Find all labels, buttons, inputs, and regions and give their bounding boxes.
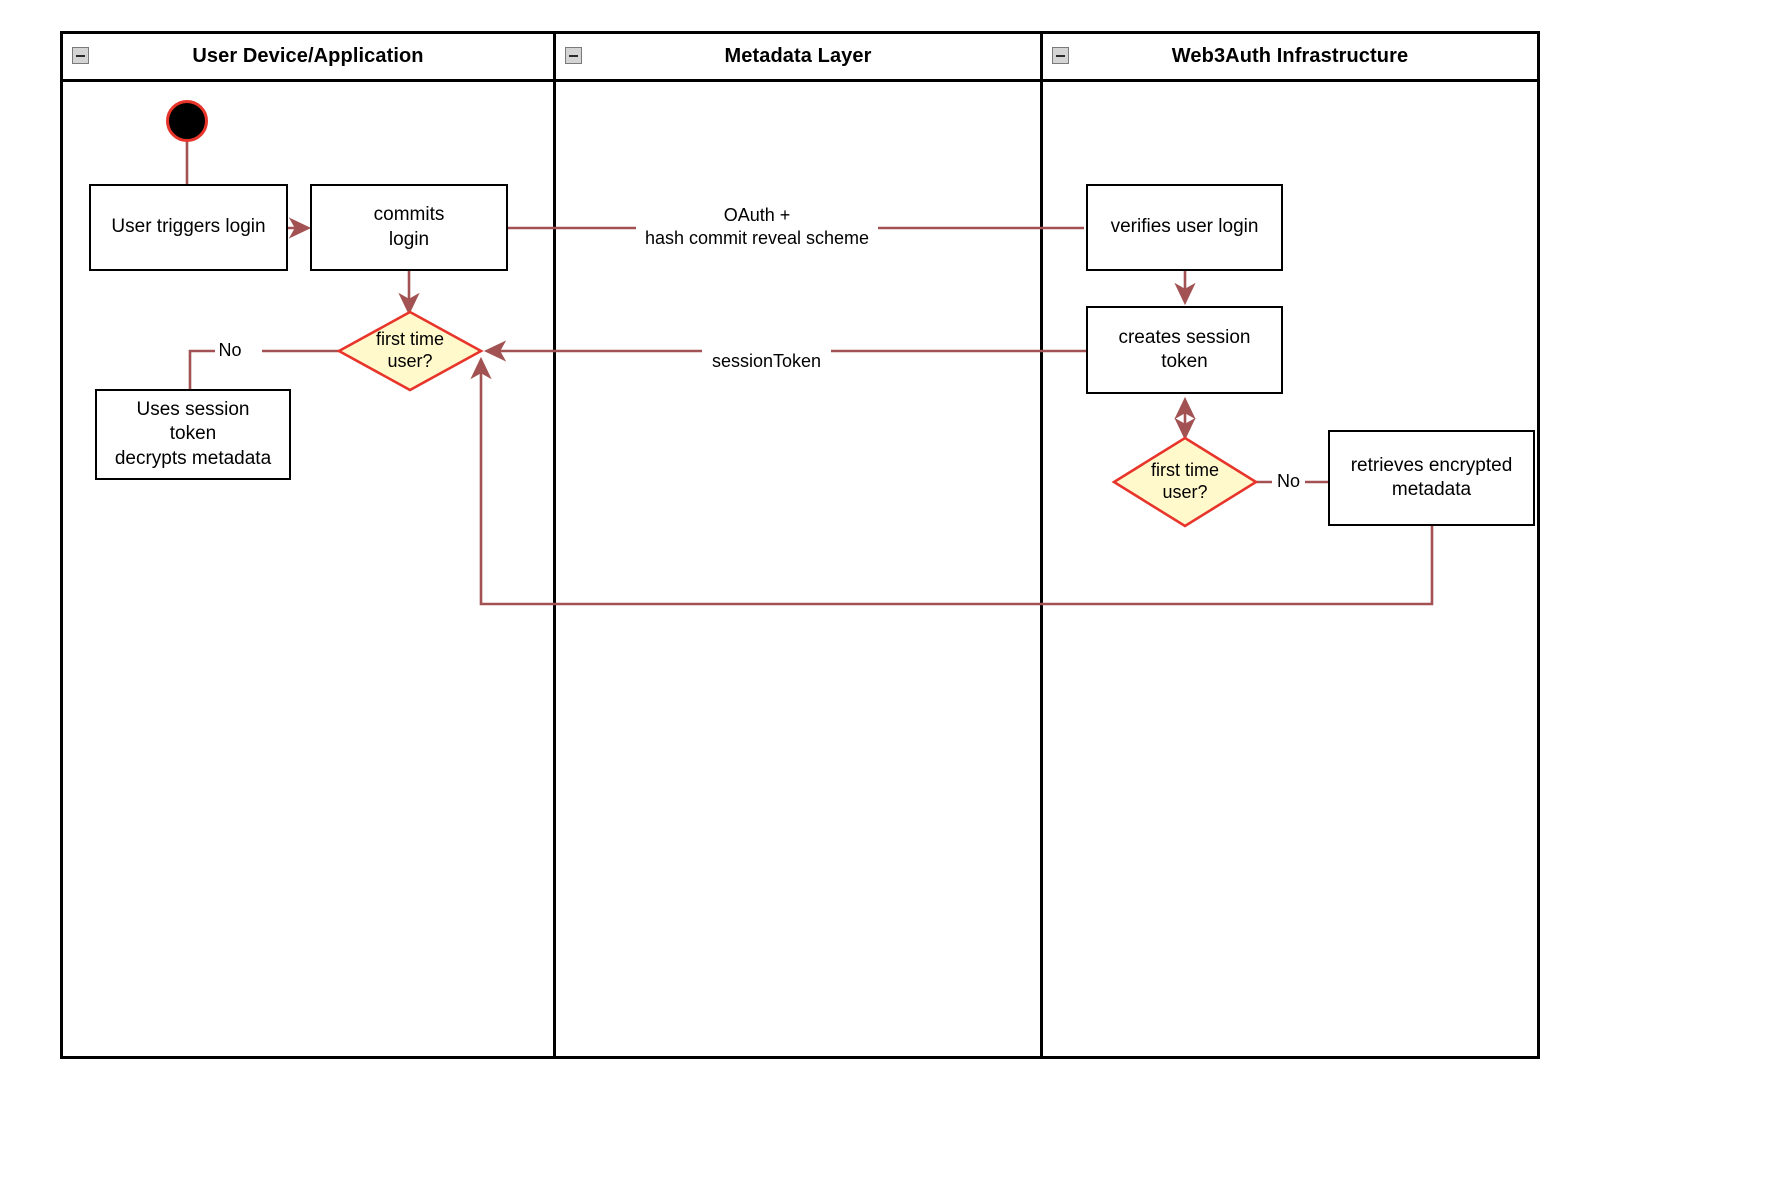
activity-label: User triggers login	[111, 216, 266, 238]
activity-label-line2: metadata	[1391, 479, 1472, 500]
activity-label-line1: Uses session	[136, 399, 250, 421]
swimlane-user-device[interactable]: User Device/Application	[63, 34, 553, 1056]
swimlane-title-user-device: User Device/Application	[192, 45, 424, 67]
activity-retrieves-encrypted-metadata[interactable]: retrieves encrypted metadata	[1328, 430, 1535, 526]
activity-creates-session-token[interactable]: creates session token	[1086, 306, 1283, 394]
swimlane-title-web3auth: Web3Auth Infrastructure	[1171, 45, 1409, 67]
edge-label-oauth-line2: hash commit reveal scheme	[644, 228, 870, 249]
collapse-minus-icon[interactable]	[72, 47, 89, 64]
decision-first-time-user-left[interactable]: first time user?	[336, 310, 484, 392]
edge-label-oauth: OAuth + hash commit reveal scheme	[636, 204, 878, 251]
edge-label-session-token: sessionToken	[711, 351, 822, 371]
edge-label-no-left: No	[218, 340, 242, 360]
activity-label-line2: token	[1161, 351, 1208, 372]
swimlane-header-web3auth[interactable]: Web3Auth Infrastructure	[1043, 34, 1537, 82]
activity-label-line2: token	[169, 423, 217, 445]
initial-node[interactable]	[166, 100, 208, 142]
activity-commits-login[interactable]: commits login	[310, 184, 508, 271]
swimlane-header-user-device[interactable]: User Device/Application	[63, 34, 553, 82]
activity-verifies-user-login[interactable]: verifies user login	[1086, 184, 1283, 271]
activity-label: verifies user login	[1110, 216, 1259, 238]
swimlane-header-metadata-layer[interactable]: Metadata Layer	[556, 34, 1040, 82]
swimlane-title-metadata-layer: Metadata Layer	[724, 45, 872, 67]
swimlane-metadata-layer[interactable]: Metadata Layer	[553, 34, 1040, 1056]
decision-diamond-shape	[1111, 436, 1259, 528]
activity-label-line2: login	[388, 228, 430, 250]
activity-uses-session-token[interactable]: Uses session token decrypts metadata	[95, 389, 291, 480]
decision-first-time-user-right[interactable]: first time user?	[1111, 436, 1259, 528]
activity-label-line1: commits	[373, 204, 445, 226]
activity-user-triggers-login[interactable]: User triggers login	[89, 184, 288, 271]
activity-label-line1: retrieves encrypted	[1350, 454, 1513, 476]
decision-diamond-shape	[336, 310, 484, 392]
activity-label-line3: decrypts metadata	[114, 447, 272, 469]
edge-label-oauth-line1: OAuth +	[723, 205, 791, 225]
activity-label-line1: creates session	[1118, 326, 1251, 348]
edge-label-no-right: No	[1276, 471, 1300, 491]
collapse-minus-icon[interactable]	[565, 47, 582, 64]
collapse-minus-icon[interactable]	[1052, 47, 1069, 64]
